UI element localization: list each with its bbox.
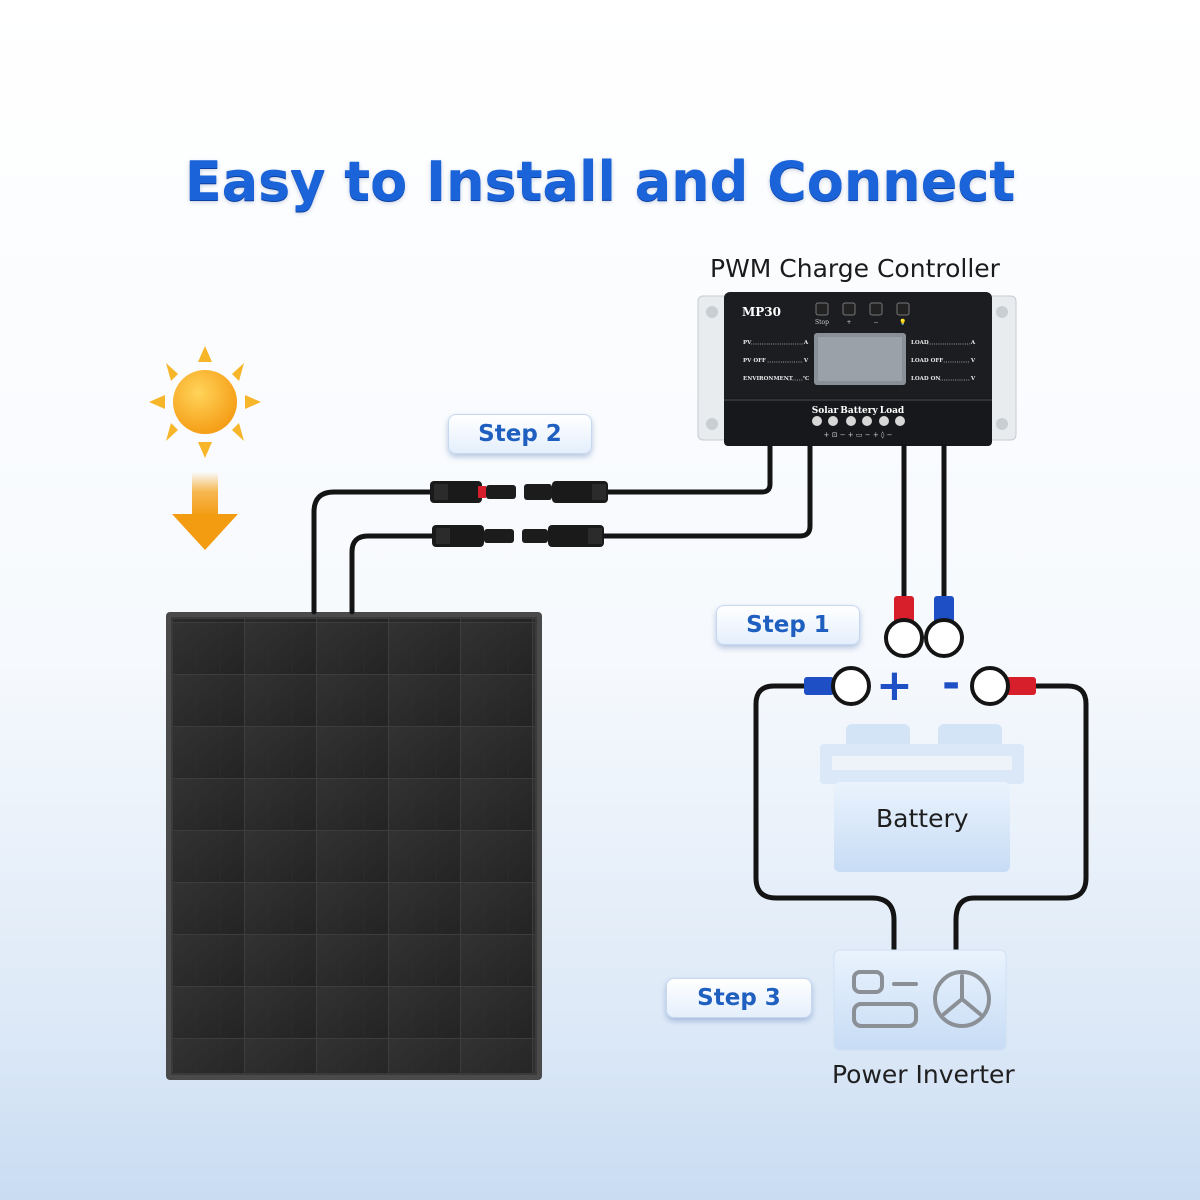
controller-right-label-0: LOAD [911,340,929,346]
controller-terminal-symbols: + ⊡ − + ▭ − + ◊ − [824,431,893,439]
controller-button-2 [869,302,883,316]
mc4-connector [430,481,608,503]
step-3-label: Step 3 [697,985,781,1011]
controller-button-label-1: + [846,319,851,326]
step-2-badge: Step 2 [448,414,592,454]
controller-terminal-screw-2 [846,416,856,426]
step-1-badge: Step 1 [716,605,860,645]
controller-terminal-label-1: Battery [840,406,878,416]
controller-terminal-label-0: Solar [812,406,839,416]
controller-button-3 [896,302,910,316]
controller-right-unit-2: V [970,376,976,382]
controller-button-label-2: − [873,319,878,326]
battery-minus-sign: - [942,658,961,709]
controller-terminal-screw-0 [812,416,822,426]
controller-left-label-1: PV OFF [743,358,766,364]
battery-wires [753,443,1089,955]
controller-terminal-screw-4 [879,416,889,426]
step-3-badge: Step 3 [666,978,812,1018]
controller-button-0 [815,302,829,316]
ring-terminal-positive [884,596,924,658]
controller-button-label-0: Stop [815,319,829,326]
ring-terminal-negative [924,596,964,658]
charge-controller [697,292,1017,446]
battery-label: Battery [876,804,969,833]
controller-right-unit-0: A [970,340,976,346]
battery-icon [820,724,1024,872]
controller-right-unit-1: V [970,358,976,364]
step-2-label: Step 2 [478,421,562,447]
controller-button-1 [842,302,856,316]
controller-left-label-2: ENVIRONMENT [743,376,794,382]
ring-terminal-inverter-negative [804,666,871,706]
battery-plus-sign: + [876,660,913,711]
controller-left-label-0: PV [743,340,752,346]
solar-wires [311,441,813,615]
controller-terminal-label-2: Load [880,406,905,416]
mc4-connector [432,525,604,547]
controller-caption: PWM Charge Controller [710,254,1000,283]
inverter-icon [833,949,1007,1051]
controller-right-label-1: LOAD OFF [911,358,943,364]
arrow-down-icon [172,472,238,550]
controller-left-unit-0: A [803,340,809,346]
sun-icon [149,346,261,458]
step-1-label: Step 1 [746,612,830,638]
controller-model: MP30 [742,305,781,319]
controller-terminal-screw-3 [862,416,872,426]
controller-left-unit-1: V [803,358,809,364]
controller-button-label-3: 💡 [899,318,906,326]
controller-left-unit-2: ℃ [803,375,810,382]
controller-right-label-2: LOAD ON [911,376,940,382]
controller-terminal-screw-1 [828,416,838,426]
ring-terminal-inverter-positive [970,666,1036,706]
inverter-label: Power Inverter [832,1060,1015,1089]
page-title: Easy to Install and Connect [184,150,1016,213]
controller-terminal-screw-5 [895,416,905,426]
solar-panel [166,612,542,1080]
